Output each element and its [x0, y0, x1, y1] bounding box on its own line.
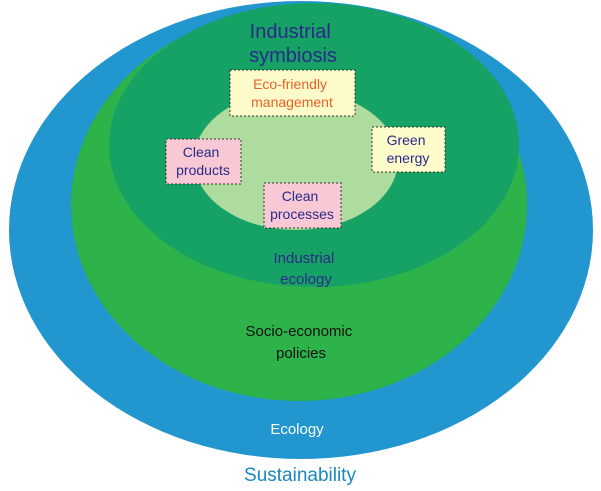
- svg-text:Clean products: Clean products: [176, 144, 230, 178]
- svg-text:Eco-friendly management: Eco-friendly management: [251, 76, 333, 110]
- industrial-ecology-label: Industrial ecology: [273, 250, 338, 288]
- clean-products-line-1: Clean: [183, 144, 220, 160]
- ecology-label: Ecology: [270, 421, 324, 438]
- socio-economic-policies-label: Socio-economic policies: [246, 323, 357, 362]
- clean-products-line-2: products: [176, 162, 230, 178]
- industrial-symbiosis-line-1: Industrial: [250, 21, 331, 43]
- socio-economic-policies-line-2: policies: [276, 345, 326, 362]
- eco-friendly-management-line-1: Eco-friendly: [253, 76, 327, 92]
- industrial-ecology-line-2: ecology: [280, 271, 332, 288]
- clean-products-box: Clean products: [165, 138, 242, 185]
- clean-processes-box: Clean processes: [263, 182, 342, 229]
- industrial-symbiosis-ellipse: [194, 90, 398, 230]
- green-energy-box: Green energy: [371, 126, 446, 173]
- green-energy-line-2: energy: [387, 150, 430, 166]
- svg-text:Green energy: Green energy: [387, 132, 430, 166]
- industrial-symbiosis-label: Industrial symbiosis: [249, 21, 337, 67]
- industrial-ecology-line-1: Industrial: [273, 250, 334, 267]
- eco-friendly-management-line-2: management: [251, 94, 333, 110]
- sustainability-label: Sustainability: [244, 465, 356, 486]
- industrial-symbiosis-line-2: symbiosis: [249, 45, 337, 67]
- svg-text:Clean processes: Clean processes: [270, 188, 334, 222]
- socio-economic-policies-line-1: Socio-economic: [246, 323, 353, 340]
- clean-processes-line-1: Clean: [282, 188, 319, 204]
- clean-processes-line-2: processes: [270, 206, 334, 222]
- eco-friendly-management-box: Eco-friendly management: [229, 69, 356, 117]
- green-energy-line-1: Green: [387, 132, 426, 148]
